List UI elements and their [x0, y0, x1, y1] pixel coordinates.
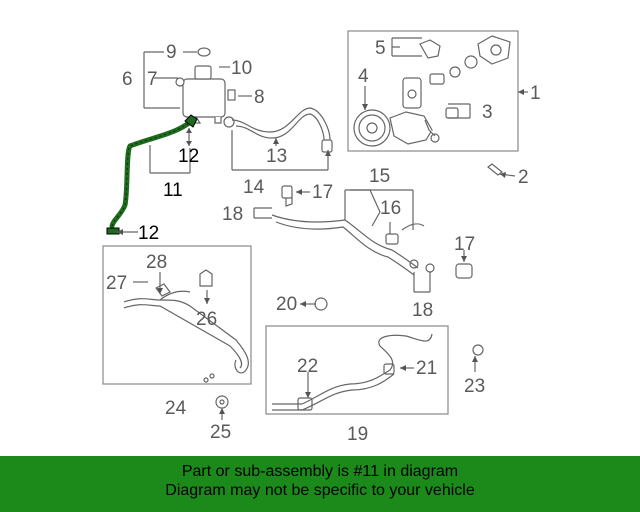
pressure-line-part-15[interactable]: [271, 189, 435, 276]
callout-15[interactable]: 15: [369, 166, 390, 187]
hose-11-outline: [111, 119, 193, 227]
callout-12-lower[interactable]: 12: [138, 223, 159, 244]
callout-10[interactable]: 10: [231, 58, 252, 79]
info-banner: Part or sub-assembly is #11 in diagram D…: [0, 456, 640, 512]
callout-13[interactable]: 13: [266, 146, 287, 167]
cooler-line-part-24[interactable]: [123, 269, 249, 383]
return-hose-group-box: [265, 325, 449, 415]
callout-18-upper[interactable]: 18: [222, 204, 243, 225]
callout-27[interactable]: 27: [106, 273, 127, 294]
hose-11-upper-clamp[interactable]: [184, 114, 198, 128]
callout-16[interactable]: 16: [380, 198, 401, 219]
power-steering-pump-part-1[interactable]: [353, 35, 511, 147]
callout-6[interactable]: 6: [122, 69, 133, 90]
callout-8[interactable]: 8: [254, 87, 265, 108]
cooler-grommet-part-25[interactable]: [215, 395, 229, 409]
callout-4[interactable]: 4: [358, 66, 369, 87]
callout-12-upper[interactable]: 12: [178, 146, 199, 167]
callout-3[interactable]: 3: [482, 102, 493, 123]
suction-hose-part-13[interactable]: [223, 107, 333, 153]
callout-20[interactable]: 20: [276, 294, 297, 315]
return-hose-part-19[interactable]: [272, 333, 433, 411]
callout-24[interactable]: 24: [165, 398, 187, 419]
callout-21[interactable]: 21: [416, 358, 437, 379]
hose-11-lower-clamp[interactable]: [106, 227, 120, 235]
pump-bolt-part-2[interactable]: [487, 163, 503, 176]
callout-17-lower[interactable]: 17: [454, 234, 475, 255]
hose-clamp-part-23[interactable]: [472, 344, 484, 356]
leader-arrowheads: [117, 89, 524, 414]
reservoir-cap-part[interactable]: [175, 77, 236, 101]
callout-7[interactable]: 7: [147, 69, 158, 90]
callout-23[interactable]: 23: [464, 376, 485, 397]
cooler-group-box: [102, 245, 252, 385]
pump-group-box: [347, 30, 519, 152]
banner-line-part-info: Part or sub-assembly is #11 in diagram: [181, 463, 459, 480]
callout-5[interactable]: 5: [375, 38, 386, 59]
callout-17-upper[interactable]: 17: [312, 182, 333, 203]
callout-1[interactable]: 1: [530, 83, 541, 104]
callout-14[interactable]: 14: [243, 177, 265, 198]
callout-25[interactable]: 25: [210, 422, 231, 443]
banner-line-disclaimer: Diagram may not be specific to your vehi…: [165, 482, 475, 499]
callout-11[interactable]: 11: [163, 180, 183, 201]
callout-26[interactable]: 26: [196, 309, 217, 330]
callout-19[interactable]: 19: [347, 424, 368, 445]
callout-22[interactable]: 22: [297, 356, 318, 377]
callout-28[interactable]: 28: [146, 252, 167, 273]
callout-9[interactable]: 9: [166, 42, 177, 63]
clip-part-20[interactable]: [314, 297, 328, 311]
callout-2[interactable]: 2: [518, 167, 529, 188]
callout-18-lower[interactable]: 18: [412, 300, 433, 321]
reservoir-assembly[interactable]: [182, 47, 226, 124]
parts-diagram: 1 2 3 4 5 6 7 8 9 10 11 12 12 13 14 15 1…: [102, 30, 541, 445]
pressure-line-fitting-part-17[interactable]: [281, 185, 473, 279]
